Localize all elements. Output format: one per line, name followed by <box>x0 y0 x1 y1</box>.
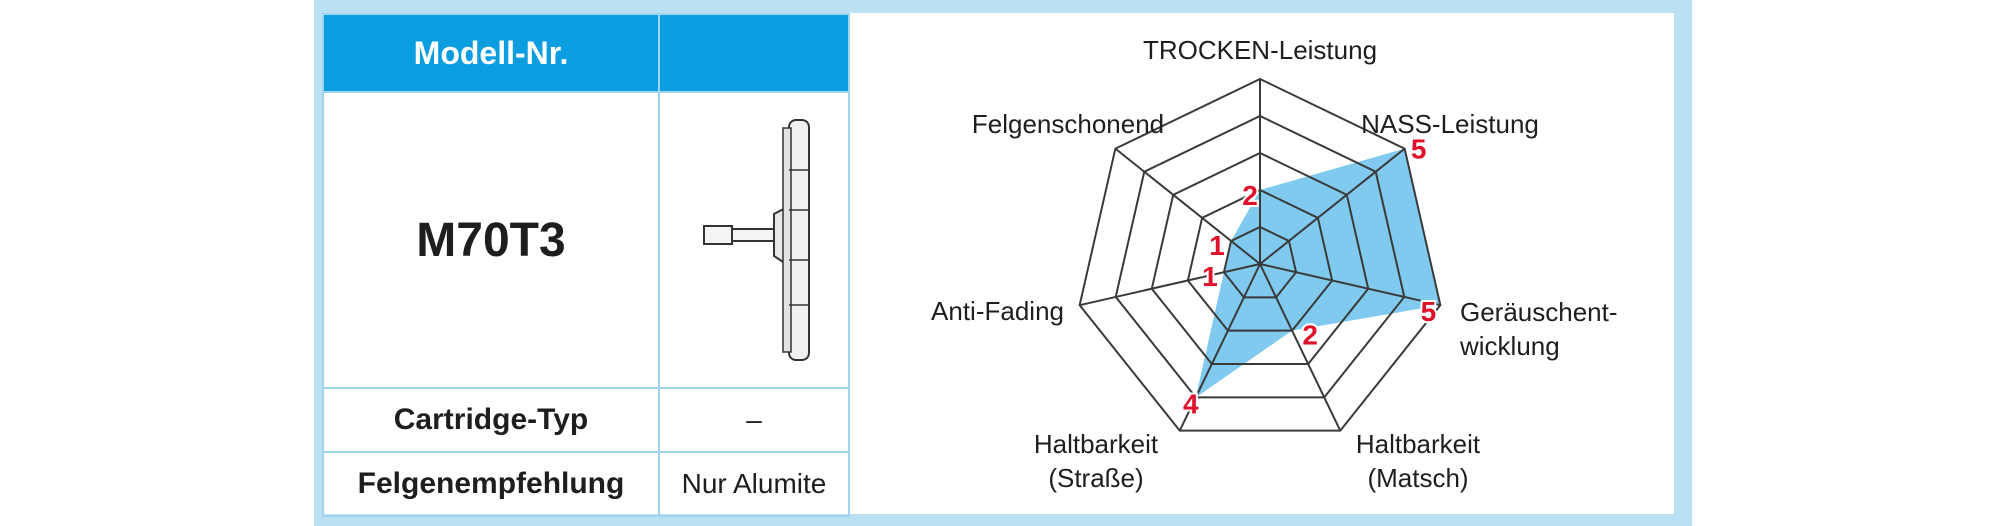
value-label-2: 5 <box>1421 296 1437 327</box>
axis-label-1: NASS-Leistung <box>1361 109 1539 139</box>
header-blank-cell <box>658 13 850 93</box>
axis-label-6: Felgenschonend <box>972 109 1164 139</box>
axis-label-3-line0: Haltbarkeit <box>1356 429 1481 459</box>
model-number-header: Modell-Nr. <box>322 13 660 93</box>
axis-spoke-2 <box>1259 263 1441 307</box>
cartridge-type-value: – <box>658 387 850 453</box>
grid-ring-1 <box>1222 225 1298 299</box>
model-number: M70T3 <box>322 91 660 389</box>
value-label-0: 2 <box>1242 180 1258 211</box>
axis-spoke-4 <box>1178 263 1261 432</box>
performance-radar-chart: TROCKEN-LeistungNASS-LeistungGeräuschent… <box>931 35 1618 493</box>
value-label-6: 1 <box>1209 230 1225 261</box>
rim-recommendation-value: Nur Alumite <box>658 451 850 517</box>
grid-ring-3 <box>1150 151 1370 366</box>
axis-spoke-6 <box>1114 147 1261 265</box>
rim-recommendation-label: Felgenempfehlung <box>322 451 660 517</box>
value-label-3: 2 <box>1302 320 1318 351</box>
axis-spoke-5 <box>1079 263 1261 307</box>
axis-spoke-1 <box>1259 147 1406 265</box>
value-label-1: 5 <box>1411 134 1427 165</box>
axis-spoke-3 <box>1259 263 1342 432</box>
brake-shoe-icon <box>703 119 810 361</box>
axis-label-4-line0: Haltbarkeit <box>1034 429 1159 459</box>
value-label-5: 1 <box>1202 261 1218 292</box>
product-image-cell <box>658 91 850 389</box>
axis-label-2-line0: Geräuschent- <box>1460 297 1618 327</box>
value-label-4: 4 <box>1183 388 1199 419</box>
spec-table: Modell-Nr. M70T3 Cartridge-Typ – Felgene… <box>322 13 850 517</box>
cartridge-type-label: Cartridge-Typ <box>322 387 660 453</box>
grid-ring-4 <box>1114 114 1406 399</box>
axis-label-2-line1: wicklung <box>1459 331 1560 361</box>
grid-ring-5 <box>1078 77 1442 432</box>
axis-label-5: Anti-Fading <box>931 296 1064 326</box>
axis-label-3-line1: (Matsch) <box>1367 463 1468 493</box>
grid-ring-2 <box>1186 188 1334 332</box>
data-area <box>1195 148 1441 398</box>
axis-label-0: TROCKEN-Leistung <box>1143 35 1377 65</box>
axis-label-4-line1: (Straße) <box>1048 463 1143 493</box>
